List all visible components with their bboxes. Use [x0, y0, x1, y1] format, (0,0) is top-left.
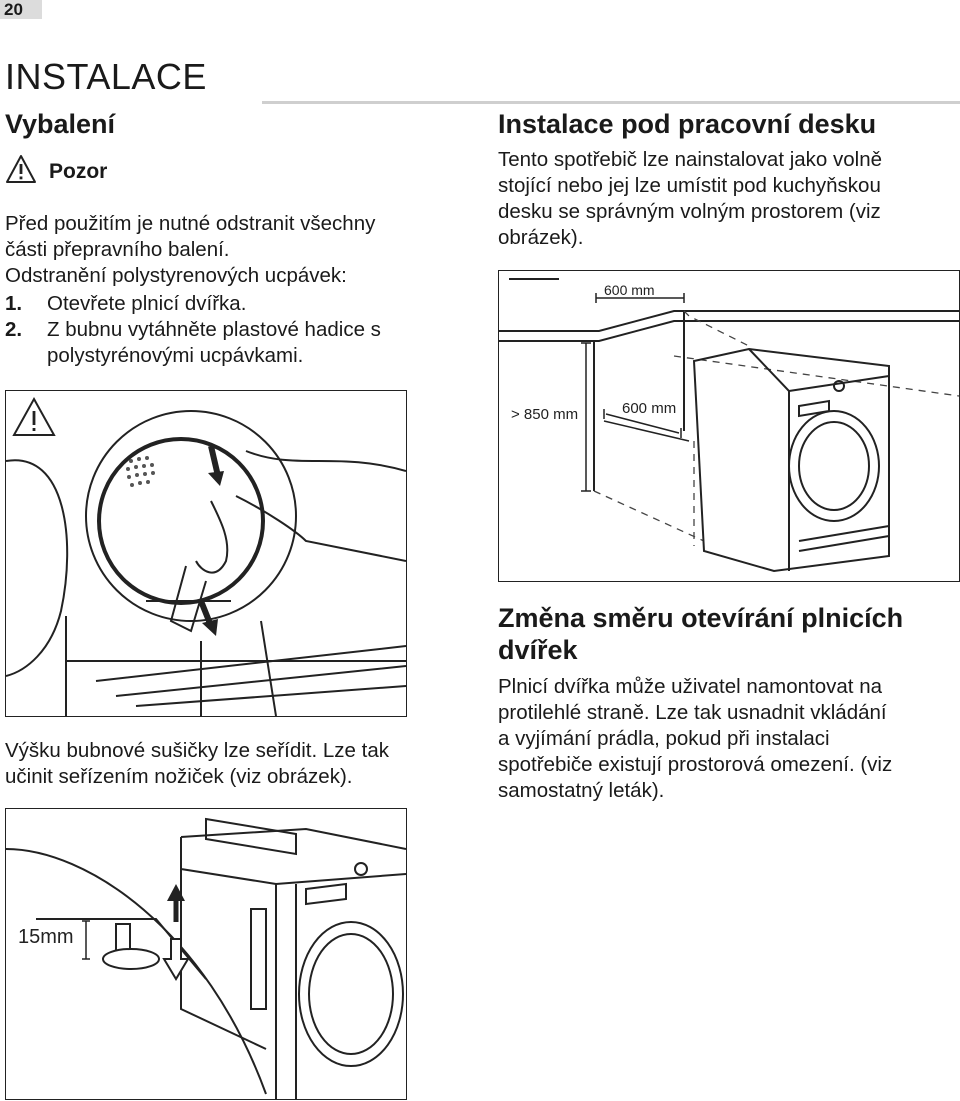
- arrow-down-icon: [162, 938, 190, 981]
- arrow-down-icon: [208, 445, 224, 486]
- step-item: 1. Otevřete plnicí dvířka.: [5, 291, 445, 317]
- intro-line: části přepravního balení.: [5, 238, 230, 261]
- figure-levelling-feet: 15mm: [5, 808, 407, 1100]
- levelling-line: učinit seřízením nožiček (viz obrázek).: [5, 765, 353, 788]
- chapter-title: INSTALACE: [5, 56, 207, 97]
- step-item: 2. Z bubnu vytáhněte plastové hadice s p…: [5, 317, 445, 369]
- intro-line: Odstranění polystyrenových ucpávek:: [5, 264, 347, 287]
- dimension-height-label: > 850 mm: [511, 406, 578, 423]
- warning-icon: [12, 396, 56, 436]
- under-counter-line: Tento spotřebič lze nainstalovat jako vo…: [498, 148, 883, 171]
- door-reversal-line: spotřebiče existují prostorová omezení. …: [498, 753, 893, 776]
- warning-callout: Pozor: [5, 154, 107, 189]
- levelling-text: Výšku bubnové sušičky lze seřídit. Lze t…: [5, 738, 455, 790]
- arrow-up-icon: [167, 884, 185, 922]
- figure-label-15mm: 15mm: [18, 926, 74, 948]
- section-heading-unpacking: Vybalení: [5, 109, 116, 139]
- under-counter-text: Tento spotřebič lze nainstalovat jako vo…: [498, 147, 953, 251]
- door-reversal-text: Plnicí dvířka může uživatel namontovat n…: [498, 674, 958, 804]
- step-text: Z bubnu vytáhněte plastové hadice s poly…: [47, 318, 381, 367]
- door-reversal-line: Plnicí dvířka může uživatel namontovat n…: [498, 675, 882, 698]
- dimension-width-label: 600 mm: [604, 282, 655, 298]
- unpacking-intro: Před použitím je nutné odstranit všechny…: [5, 211, 450, 289]
- figure-remove-packaging: [5, 390, 407, 717]
- page-number: 20: [0, 0, 42, 19]
- header-rule: [262, 101, 960, 104]
- door-reversal-line: protilehlé straně. Lze tak usnadnit vklá…: [498, 701, 887, 724]
- under-counter-line: stojící nebo jej lze umístit pod kuchyňs…: [498, 174, 881, 197]
- warning-label: Pozor: [49, 159, 108, 183]
- section-heading-under-counter: Instalace pod pracovní desku: [498, 109, 877, 139]
- door-reversal-line: samostatný leták).: [498, 779, 665, 802]
- levelling-line: Výšku bubnové sušičky lze seřídit. Lze t…: [5, 739, 389, 762]
- under-counter-line: desku se správným volným prostorem (viz: [498, 200, 881, 223]
- figure-installation-dimensions: 600 mm > 850 mm 600 mm: [498, 270, 960, 582]
- warning-icon: [5, 154, 37, 189]
- intro-line: Před použitím je nutné odstranit všechny: [5, 212, 376, 235]
- unpacking-steps: 1. Otevřete plnicí dvířka. 2. Z bubnu vy…: [5, 291, 445, 369]
- step-number: 2.: [5, 318, 23, 341]
- heading-line: Změna směru otevírání plnicích: [498, 603, 904, 633]
- section-heading-door-reversal: Změna směru otevírání plnicích dvířek: [498, 602, 958, 666]
- dryer-illustration: [692, 347, 890, 573]
- step-number: 1.: [5, 292, 23, 315]
- under-counter-line: obrázek).: [498, 226, 584, 249]
- heading-line: dvířek: [498, 635, 578, 665]
- arrow-down-icon: [198, 599, 218, 636]
- door-reversal-line: a vyjímání prádla, pokud při instalaci: [498, 727, 830, 750]
- dimension-depth-label: 600 mm: [622, 400, 676, 417]
- step-text: Otevřete plnicí dvířka.: [47, 292, 247, 315]
